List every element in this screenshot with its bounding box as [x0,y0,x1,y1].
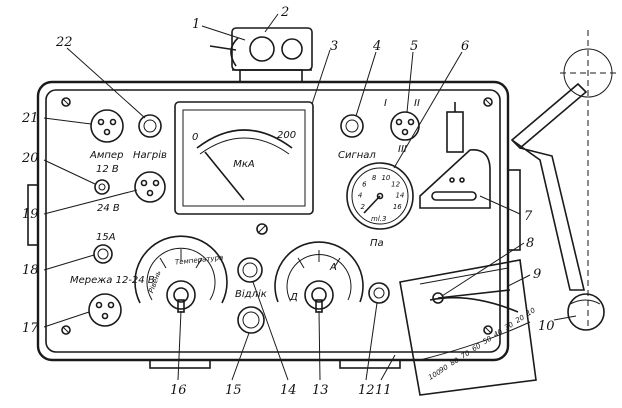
pa-label: Па [370,238,384,249]
range-switch: I II III [384,98,420,155]
scale-tick-label: 40 [492,327,504,339]
lever-handle [510,30,616,331]
power-socket-small [134,171,166,203]
zero-adjust-screw [256,223,268,235]
gauge-tick-label: 14 [395,192,404,200]
gauge-tick-label: 12 [391,181,400,189]
callout-19: 19 [22,207,39,222]
signal-label: Сигнал [338,150,376,161]
callout-21: 21 [21,111,39,126]
callout-11: 11 [375,383,392,398]
roman-1: I [384,98,387,109]
mode-d-label: Д [289,292,298,303]
mains-socket: Мережа 12-24 В [70,275,155,327]
callout-3: 3 [330,39,338,54]
scale-tick-label: 60 [471,342,483,354]
meter-min-label: 0 [192,132,198,143]
roman-3: III [398,144,407,155]
meter-max-label: 200 [277,130,296,141]
scale-tick-label: 20 [514,313,526,325]
gauge-tick-label: 10 [381,174,390,182]
signal-lamp: Сигнал [338,114,376,161]
scale-tick-label: 50 [481,334,493,346]
callout-5: 5 [410,39,418,54]
count-indicator: Відлік [235,257,267,300]
heating-lamp: Нагрів [133,114,167,161]
callout-15: 15 [225,383,242,398]
vidlik-label: Відлік [235,288,267,300]
callout-8: 8 [526,236,534,251]
amper-socket: Ампер [89,109,124,161]
callout-13: 13 [312,383,329,398]
callout-16: 16 [170,383,187,398]
fuse-holder: 15А [93,232,116,264]
top-lamp-unit [209,27,313,83]
callout-9: 9 [533,267,541,282]
mains-label: Мережа 12-24 В [70,275,155,286]
scale-tick-label: 90 [438,363,450,375]
temperature-dial: Температура Рівень [134,235,228,313]
callout-7: 7 [524,209,533,224]
nahriv-label: Нагрів [133,149,167,161]
voltage-toggle: 12 В 24 В [94,164,120,214]
scale-tick-label: 80 [449,356,461,368]
callout-2: 2 [280,5,289,20]
count-button [237,306,265,334]
callout-18: 18 [22,263,39,278]
callout-12: 12 [358,383,375,398]
v24-label: 24 В [97,203,120,214]
callout-10: 10 [538,319,555,334]
amper-label: Ампер [89,150,123,161]
temperature-label: Температура [175,254,224,267]
callout-14: 14 [280,383,297,398]
microammeter: 0 200 МкА [174,101,314,235]
callout-numbers: 1 2 3 4 5 6 7 8 9 10 11 12 13 14 15 16 1… [21,5,555,398]
callout-6: 6 [461,39,469,54]
meter-unit-label: МкА [233,159,255,170]
gauge-tick-label: 2 [360,203,365,211]
mode-switch: А Д [274,241,364,313]
callout-17: 17 [22,321,39,336]
gauge-tick-label: 8 [372,174,377,182]
callout-4: 4 [372,39,381,54]
fuse-label: 15А [96,232,116,243]
scale-tick-label: 10 [525,306,537,318]
scale-tick-label: 70 [460,349,472,361]
callout-22: 22 [55,35,73,50]
gauge-unit-label: ml.3 [371,215,386,223]
gauge-tick-label: 6 [362,181,367,189]
v12-label: 12 В [96,164,119,175]
callout-20: 20 [21,151,39,166]
scale-tick-label: 30 [503,320,515,332]
gauge-tick-label: 4 [358,192,362,200]
roman-2: II [414,98,420,109]
callout-1: 1 [192,17,200,32]
mounting-bracket [419,102,491,209]
small-knob [368,282,390,304]
gauge-tick-label: 16 [393,203,402,211]
mode-a-label: А [329,262,337,273]
leader-lines [43,13,577,381]
